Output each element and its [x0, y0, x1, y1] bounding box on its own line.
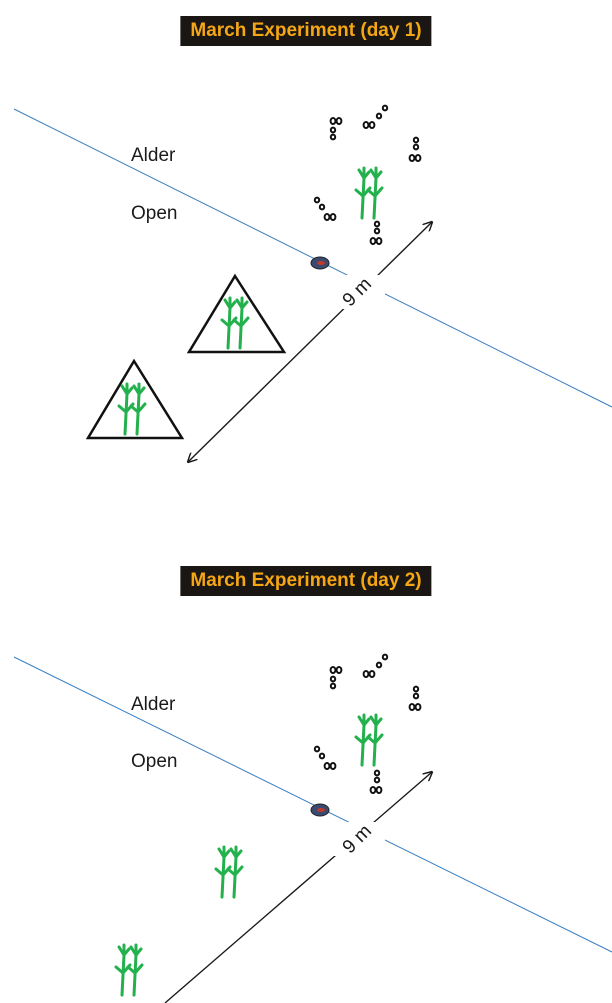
plant-icon: [216, 847, 242, 897]
distance-arrow: [164, 772, 432, 1003]
panel-title: March Experiment (day 2): [180, 566, 432, 596]
distance-label-bg: [330, 275, 385, 309]
track-marks-icon: [313, 653, 422, 794]
alder-label: Alder: [131, 694, 176, 715]
triangle-enclosure-icon: [186, 273, 287, 354]
plant-icon: [356, 715, 382, 765]
plant-icon: [356, 168, 382, 218]
alder-label: Alder: [131, 145, 176, 166]
open-label: Open: [131, 751, 178, 772]
boundary-marker-icon: [310, 256, 330, 270]
panel-day1: March Experiment (day 1) Alder Open: [0, 0, 612, 480]
distance-label-bg: [330, 822, 385, 856]
diagram-scene: 9 m: [13, 104, 612, 480]
triangle-enclosure-icon: [85, 358, 185, 440]
boundary-marker-icon: [310, 803, 330, 817]
plant-icon: [116, 945, 142, 995]
diagram-scene: 9 m: [13, 653, 612, 1003]
boundary-line: [13, 108, 612, 408]
panel-title: March Experiment (day 1): [180, 16, 432, 46]
boundary-line: [13, 656, 612, 953]
distance-arrow: [188, 222, 432, 462]
panel-day2: March Experiment (day 2) Alder Open 9 m: [0, 552, 612, 1003]
open-label: Open: [131, 203, 178, 224]
